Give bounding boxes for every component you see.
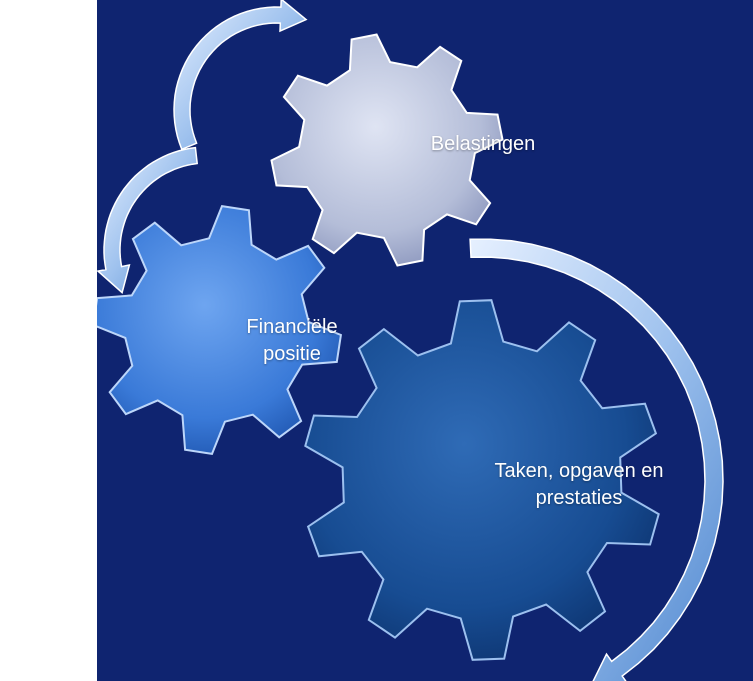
arrow-top-curved: [173, 0, 308, 151]
gear-label-financiele-positie: Financiële positie: [227, 314, 357, 368]
gear-taken-opgaven-prestaties: [304, 299, 660, 661]
taken-label-line-1: Taken, opgaven en: [494, 460, 664, 482]
financiele-label-line-2: positie: [263, 343, 321, 365]
financiele-label-line-1: Financiële: [246, 316, 338, 338]
gear-label-belastingen: Belastingen: [403, 131, 563, 158]
arrow-left-curved: [97, 146, 199, 294]
belastingen-label: Belastingen: [430, 133, 536, 155]
gear-cycle-diagram: [97, 0, 753, 681]
taken-label-line-2: prestaties: [535, 487, 623, 509]
gear-belastingen: [270, 33, 504, 267]
gear-financiele-positie: [97, 204, 343, 456]
diagram-panel: Belastingen Financiële positie Taken, op…: [97, 0, 753, 681]
gear-label-taken: Taken, opgaven en prestaties: [469, 458, 689, 512]
arrow-right-curved: [469, 238, 724, 681]
